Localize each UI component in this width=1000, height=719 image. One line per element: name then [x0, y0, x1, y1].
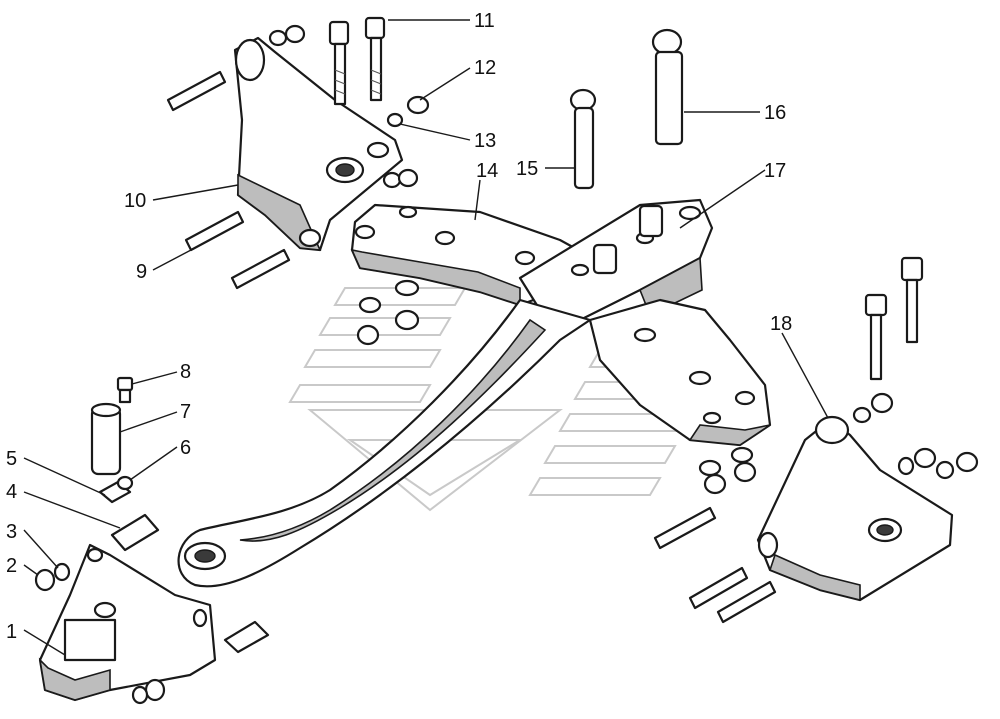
- callout-16: 16: [764, 102, 786, 124]
- curved-arm: [177, 298, 592, 588]
- right-arm: [588, 298, 772, 447]
- callout-5: 5: [6, 448, 17, 470]
- callout-7: 7: [180, 401, 191, 423]
- studs-part-9: [166, 70, 291, 290]
- washers-middle: [356, 279, 757, 495]
- callout-labels: 1 2 3 4 5 6 7 8 9 10 11 12 13 14 15 16 1…: [6, 10, 792, 643]
- callout-1: 1: [6, 621, 17, 643]
- washers-top: [268, 24, 430, 189]
- bracket-part-18: [756, 415, 954, 602]
- pin-part-15: [569, 88, 597, 190]
- callout-18: 18: [770, 313, 792, 335]
- bolts-right: [864, 256, 924, 381]
- callout-10: 10: [124, 190, 146, 212]
- bracket-part-1: [38, 543, 217, 702]
- callout-9: 9: [136, 261, 147, 283]
- leader-lines: [23, 19, 829, 656]
- callout-13: 13: [474, 130, 496, 152]
- washers-right: [852, 392, 979, 480]
- callout-6: 6: [180, 437, 191, 459]
- bracket-part-10: [233, 36, 404, 252]
- callout-2: 2: [6, 555, 17, 577]
- callout-12: 12: [474, 57, 496, 79]
- callout-11: 11: [474, 10, 495, 32]
- studs-lower-right: [653, 506, 777, 624]
- pin-part-16: [651, 28, 684, 146]
- callout-17: 17: [764, 160, 786, 182]
- crossbar-part-17: [518, 198, 714, 322]
- callout-3: 3: [6, 521, 17, 543]
- small-parts-left: [34, 376, 270, 705]
- callout-8: 8: [180, 361, 191, 383]
- callout-4: 4: [6, 481, 17, 503]
- callout-15: 15: [516, 158, 538, 180]
- bolts-part-11: [328, 16, 386, 106]
- callout-14: 14: [476, 160, 498, 182]
